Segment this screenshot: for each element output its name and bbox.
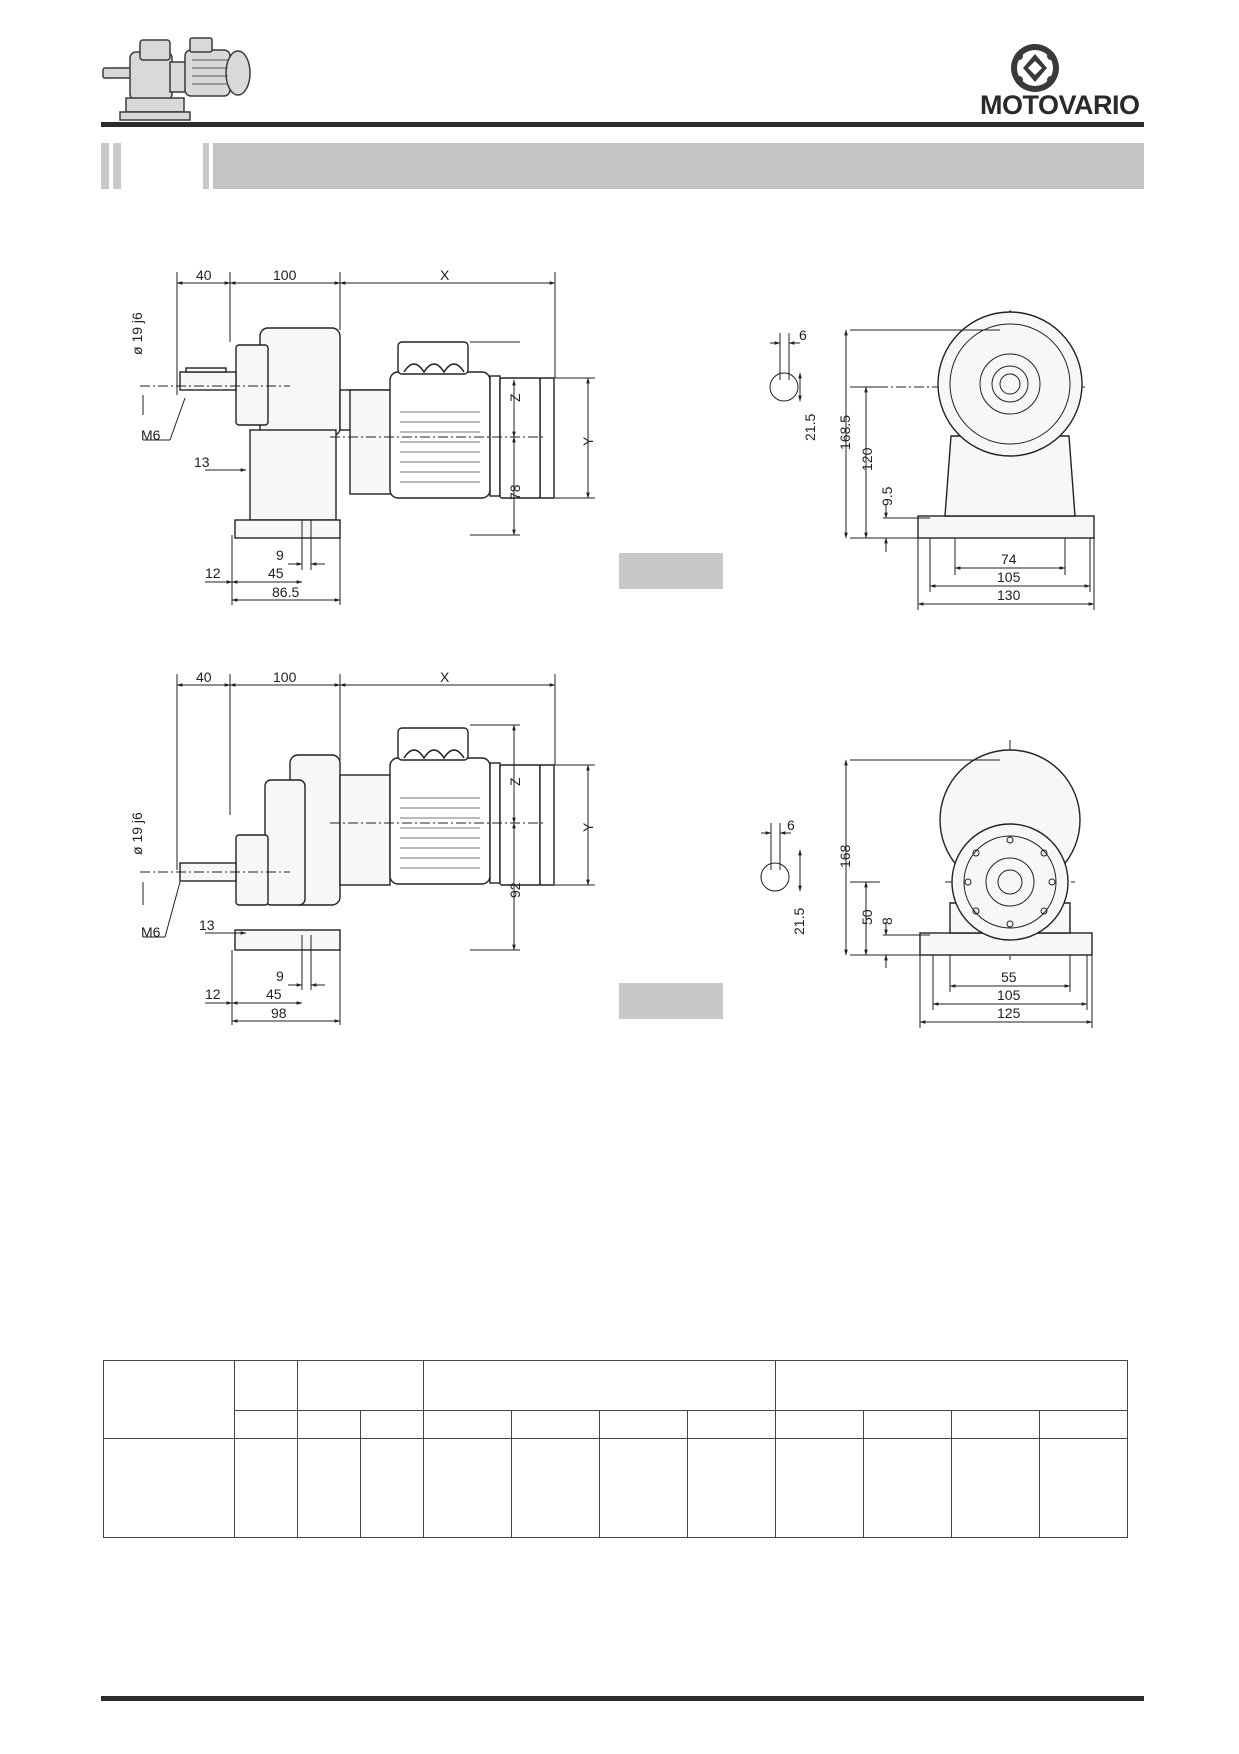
dim-40-top: 40 xyxy=(196,267,212,283)
dim-1685-top: 168.5 xyxy=(837,415,853,450)
table-subheader-cell xyxy=(775,1410,864,1440)
table-subheader-cell xyxy=(599,1410,688,1440)
brand-wordmark: MOTOVARIO xyxy=(980,90,1140,120)
table-cell xyxy=(511,1438,600,1538)
dim-105-top: 105 xyxy=(997,569,1021,585)
dim-215-bottom: 21.5 xyxy=(791,908,807,935)
table-header-cell xyxy=(775,1359,1128,1412)
table-subheader-cell xyxy=(687,1410,776,1440)
dim-92-bottom: 92 xyxy=(507,882,523,898)
table-header-cell xyxy=(297,1359,424,1412)
dim-12-top: 12 xyxy=(205,565,221,581)
product-thumbnail xyxy=(100,32,260,124)
dim-45-bottom: 45 xyxy=(266,986,282,1002)
dim-y-top: Y xyxy=(580,436,596,446)
table-cell xyxy=(951,1438,1040,1538)
table-subheader-cell xyxy=(423,1410,512,1440)
table-cell xyxy=(423,1438,512,1538)
dim-105-bottom: 105 xyxy=(997,987,1021,1003)
dim-m6-bottom: M6 xyxy=(141,924,161,940)
table-cell xyxy=(103,1438,235,1538)
dim-130-top: 130 xyxy=(997,587,1021,603)
front-view-top xyxy=(769,310,1095,610)
dim-12-bottom: 12 xyxy=(205,986,221,1002)
table-cell xyxy=(599,1438,688,1538)
table-cell xyxy=(775,1438,864,1538)
dimension-table xyxy=(103,1359,1128,1538)
dim-6-bottom: 6 xyxy=(787,817,795,833)
dim-40-bottom: 40 xyxy=(196,669,212,685)
table-cell xyxy=(297,1438,361,1538)
dim-9-bottom: 9 xyxy=(276,968,284,984)
dim-78-top: 78 xyxy=(507,484,523,500)
table-subheader-cell xyxy=(297,1410,361,1440)
front-view-bottom xyxy=(760,740,1093,1028)
table-subheader-cell xyxy=(951,1410,1040,1440)
dim-45-top: 45 xyxy=(268,565,284,581)
section-title-band xyxy=(101,143,1144,189)
dim-z-bottom: Z xyxy=(507,777,523,786)
label-box-top xyxy=(619,553,723,589)
header-rule xyxy=(101,122,1144,127)
dim-y-bottom: Y xyxy=(580,822,596,832)
label-box-bottom xyxy=(619,983,723,1019)
dim-m6-top: M6 xyxy=(141,427,161,443)
dim-13-top: 13 xyxy=(194,454,210,470)
dim-100-top: 100 xyxy=(273,267,297,283)
dim-x-bottom: X xyxy=(440,669,450,685)
dim-8-bottom: 8 xyxy=(879,917,895,925)
side-view-bottom-labels: 40 100 X 13 M6 12 9 45 98 ø 19 j6 Z 92 Y xyxy=(129,669,596,1021)
brand-logo-icon xyxy=(1005,40,1065,96)
dim-168-bottom: 168 xyxy=(837,844,853,868)
dim-shaft-bottom: ø 19 j6 xyxy=(129,812,145,855)
dim-shaft-top: ø 19 j6 xyxy=(129,312,145,355)
dim-13-bottom: 13 xyxy=(199,917,215,933)
table-subheader-cell xyxy=(863,1410,952,1440)
dim-50-bottom: 50 xyxy=(859,909,875,925)
table-subheader-cell xyxy=(511,1410,600,1440)
front-view-top-labels: 6 21.5 168.5 120 9.5 74 105 130 xyxy=(799,327,1021,603)
table-subheader-cell xyxy=(1039,1410,1128,1440)
dim-95-top: 9.5 xyxy=(879,486,895,506)
table-header-cell xyxy=(234,1359,298,1412)
side-view-top xyxy=(140,272,595,605)
dim-6-top: 6 xyxy=(799,327,807,343)
dim-z-top: Z xyxy=(507,393,523,402)
side-view-bottom xyxy=(140,674,595,1025)
table-cell xyxy=(234,1438,298,1538)
table-cell xyxy=(1039,1438,1128,1538)
table-subheader-cell xyxy=(234,1410,298,1440)
dim-74-top: 74 xyxy=(1001,551,1017,567)
dim-125-bottom: 125 xyxy=(997,1005,1021,1021)
dim-86-top: 86.5 xyxy=(272,584,299,600)
table-subheader-cell xyxy=(360,1410,424,1440)
dim-9-top: 9 xyxy=(276,547,284,563)
dim-98-bottom: 98 xyxy=(271,1005,287,1021)
side-view-top-labels: 40 100 X 13 M6 12 9 45 86.5 ø 19 j6 Z 78… xyxy=(129,267,596,600)
dim-100-bottom: 100 xyxy=(273,669,297,685)
front-view-bottom-labels: 6 21.5 168 50 8 55 105 125 xyxy=(787,817,1021,1021)
table-cell xyxy=(360,1438,424,1538)
footer-rule xyxy=(101,1696,1144,1701)
dim-55-bottom: 55 xyxy=(1001,969,1017,985)
table-header-cell xyxy=(103,1359,235,1440)
dim-x-top: X xyxy=(440,267,450,283)
dim-215-top: 21.5 xyxy=(802,414,818,441)
table-cell xyxy=(863,1438,952,1538)
table-header-cell xyxy=(423,1359,776,1412)
dim-120-top: 120 xyxy=(859,447,875,471)
table-cell xyxy=(687,1438,776,1538)
